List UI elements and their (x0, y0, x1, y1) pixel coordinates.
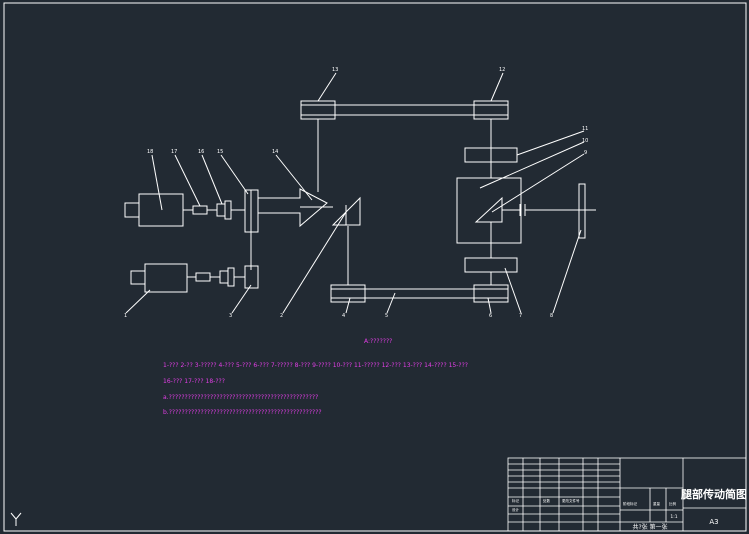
motor-1 (144, 263, 188, 293)
motor-18 (138, 193, 184, 227)
gearbox-10 (456, 177, 522, 244)
drawing-title: 腿部传动简图 (681, 487, 747, 501)
part-label-11: 11 (582, 126, 588, 132)
mechanism-diagram (124, 72, 596, 314)
tb-label-weight: 重量 (653, 501, 661, 506)
bearing-16 (224, 200, 232, 220)
title-block-text: 腿部传动简图 A3 1:1 共?张 第一张 标记 处数 更改文件号 设计 阶段标… (512, 487, 747, 531)
tb-label-count: 处数 (543, 498, 551, 503)
coupling-17 (192, 205, 208, 215)
part-label-5: 5 (385, 313, 388, 319)
sheet-size: A3 (709, 518, 718, 526)
part-label-6: 6 (489, 313, 492, 319)
diagram-caption: A:??????? (364, 338, 392, 345)
tb-label-design: 设计 (512, 507, 520, 512)
part-label-18: 18 (147, 149, 153, 155)
note-a: a.??????????????????????????????????????… (163, 394, 318, 401)
part-label-17: 17 (171, 149, 177, 155)
tb-label-change: 更改文件号 (562, 498, 580, 503)
part-label-2: 2 (280, 313, 283, 319)
sheet-info: 共?张 第一张 (632, 523, 667, 531)
part-label-8: 8 (550, 313, 553, 319)
tb-label-stage: 阶段标记 (623, 501, 637, 506)
legend-line-2: 16-??? 17-??? 18-??? (163, 378, 225, 385)
shaft-14 (258, 188, 328, 228)
block-7 (464, 257, 518, 273)
part-label-12: 12 (499, 67, 505, 73)
ucs-icon (10, 512, 22, 526)
legend-line-1: 1-??? 2-?? 3-????? 4-??? 5-??? 6-??? 7-?… (163, 362, 468, 369)
pulley-4 (330, 284, 366, 303)
part-label-3: 3 (229, 313, 232, 319)
pulley-6 (473, 284, 509, 303)
part-label-16: 16 (198, 149, 204, 155)
drawing-border (3, 2, 747, 532)
scale-value: 1:1 (670, 514, 677, 520)
part-label-7: 7 (519, 313, 522, 319)
part-label-14: 14 (272, 149, 278, 155)
part-label-4: 4 (342, 313, 345, 319)
part-label-13: 13 (332, 67, 338, 73)
part-label-10: 10 (582, 138, 588, 144)
part-label-9: 9 (584, 150, 587, 156)
part-labels: 1 3 2 4 5 6 7 8 9 10 11 12 13 14 15 16 1… (124, 67, 588, 319)
tb-label-mark: 标记 (512, 498, 520, 503)
note-b: b.??????????????????????????????????????… (163, 409, 322, 416)
bevel-gear-9 (474, 196, 503, 223)
part-label-15: 15 (217, 149, 223, 155)
notes: A:??????? 1-??? 2-?? 3-????? 4-??? 5-???… (163, 338, 468, 416)
part-label-1: 1 (124, 313, 127, 319)
pulley-11-top (473, 100, 509, 120)
wheel-8 (578, 183, 586, 239)
tb-label-scale: 比例 (669, 501, 677, 506)
pulley-13 (300, 100, 336, 120)
title-block (507, 457, 747, 532)
